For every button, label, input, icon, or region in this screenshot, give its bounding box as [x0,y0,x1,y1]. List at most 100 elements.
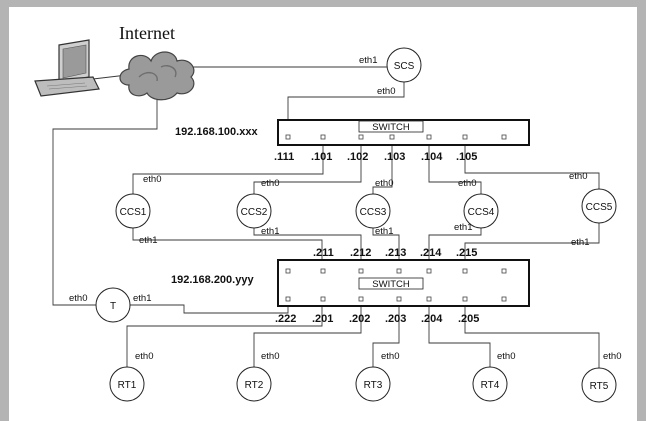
node-ccs3: CCS3 [355,193,391,229]
wire-ccs4-s1 [428,138,482,197]
octet-label: .213 [385,247,406,259]
node-t: T [95,287,131,323]
switch1-port [358,134,364,140]
wire-ccs2-s1 [253,138,362,197]
ccs1-eth0-label: eth0 [143,174,162,185]
octet-label: .211 [313,247,334,259]
laptop-icon [34,39,100,97]
switch2-port [285,296,291,302]
switch1-subnet: 192.168.100.xxx [175,126,258,138]
switch1-port [462,134,468,140]
switch2: SWITCH [277,259,530,307]
ccs5-eth0-label: eth0 [569,171,588,182]
node-rt1-label: RT1 [118,380,137,391]
t-eth0-label: eth0 [69,293,88,304]
ccs3-eth0-label: eth0 [375,178,394,189]
switch1-octets: .111 .101 .102 .103 .104 .105 [274,151,477,163]
scs-eth1-label: eth1 [359,55,378,66]
octet-label: .111 [274,151,294,163]
wire-s2-rt3 [372,307,400,367]
wire-ccs3-s2 [372,225,400,269]
node-ccs1-label: CCS1 [120,207,147,218]
wire-ccs5-s1 [464,138,600,192]
wire-cloud-t [52,95,158,306]
node-rt3: RT3 [355,366,391,402]
node-ccs5: CCS5 [581,188,617,224]
switch2-port [501,268,507,274]
wire-ccs5-s2 [464,221,600,269]
octet-label: .203 [385,313,406,325]
node-ccs2-label: CCS2 [241,207,268,218]
octet-label: .103 [384,151,405,163]
node-scs-label: SCS [394,61,415,72]
node-scs: SCS [386,47,422,83]
switch1-port [501,134,507,140]
cloud-icon [119,51,195,101]
switch2-port [358,296,364,302]
rt1-eth0-label: eth0 [135,351,154,362]
switch1-label: SWITCH [372,122,410,133]
switch1: SWITCH [277,119,530,146]
switch1-port [285,134,291,140]
node-ccs1: CCS1 [115,193,151,229]
node-ccs2: CCS2 [236,193,272,229]
node-ccs3-label: CCS3 [360,207,387,218]
switch2-port [426,296,432,302]
node-rt5-label: RT5 [590,381,609,392]
rt3-eth0-label: eth0 [381,351,400,362]
wire-ccs2-s2 [253,225,362,269]
node-ccs5-label: CCS5 [586,202,613,213]
wire-ccs1-s1 [132,138,324,197]
octet-label: .102 [347,151,368,163]
ccs4-eth1-label: eth1 [454,222,473,233]
octet-label: .215 [456,247,477,259]
ccs4-eth0-label: eth0 [458,178,477,189]
wire-s2-rt4 [428,307,491,367]
octet-label: .104 [421,151,443,163]
node-rt1: RT1 [109,366,145,402]
node-rt4-label: RT4 [481,380,500,391]
octet-label: .212 [350,247,371,259]
wire-t-s2 [129,304,289,314]
node-rt5: RT5 [581,367,617,403]
ccs5-eth1-label: eth1 [571,237,590,248]
node-rt2-label: RT2 [245,380,264,391]
node-t-label: T [110,301,116,312]
node-rt2: RT2 [236,366,272,402]
switch2-bottom-octets: .222 .201 .202 .203 .204 .205 [275,313,479,325]
wire-s2-rt5 [464,307,600,369]
rt2-eth0-label: eth0 [261,351,280,362]
switch1-port [389,134,395,140]
switch2-port [462,296,468,302]
wire-ccs1-s2 [132,225,323,269]
octet-label: .222 [275,313,296,325]
node-rt4: RT4 [472,366,508,402]
rt5-eth0-label: eth0 [603,351,622,362]
wire-ccs3-s1 [372,138,393,197]
ccs2-eth0-label: eth0 [261,178,280,189]
t-eth1-label: eth1 [133,293,152,304]
switch1-port [426,134,432,140]
ccs1-eth1-label: eth1 [139,235,158,246]
switch2-port [396,268,402,274]
switch2-subnet: 192.168.200.yyy [171,274,254,286]
wire-s2-rt1 [126,307,323,367]
switch2-label: SWITCH [372,279,410,290]
switch1-port [320,134,326,140]
octet-label: .202 [349,313,370,325]
switch2-port [396,296,402,302]
octet-label: .204 [421,313,443,325]
wire-scs-switch1 [287,81,405,137]
octet-label: .101 [311,151,332,163]
switch2-port [462,268,468,274]
octet-label: .205 [458,313,479,325]
switch2-port [426,268,432,274]
ccs2-eth1-label: eth1 [261,226,280,237]
internet-label: Internet [119,23,175,43]
scs-eth0-label: eth0 [377,86,396,97]
octet-label: .214 [420,247,442,259]
ccs3-eth1-label: eth1 [375,226,394,237]
switch2-port [320,296,326,302]
octet-label: .201 [312,313,333,325]
octet-label: .105 [456,151,477,163]
